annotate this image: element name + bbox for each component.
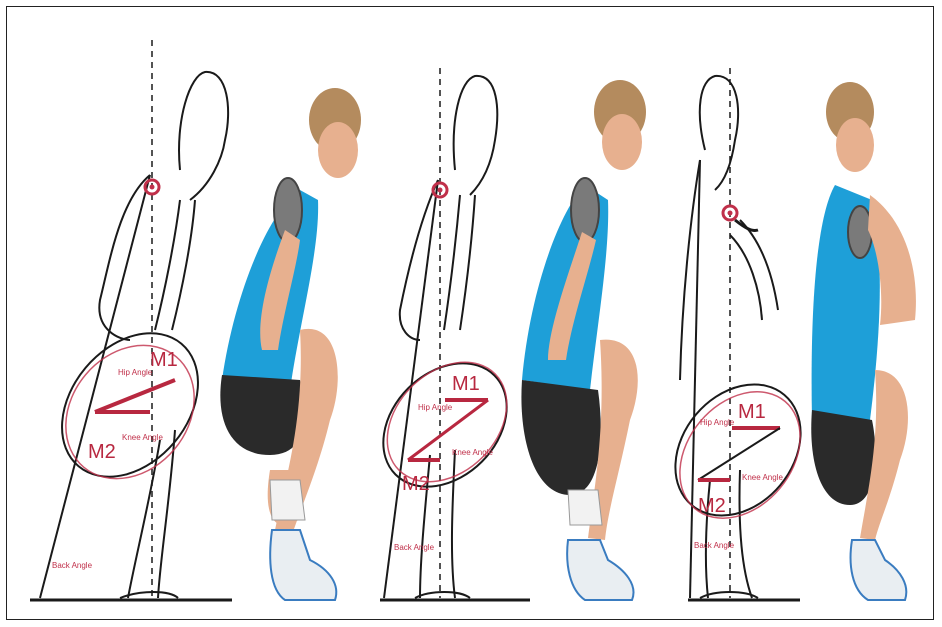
head-1 — [179, 72, 228, 200]
annotations-1: M1 M2 Hip Angle Knee Angle Back Angle — [39, 180, 220, 570]
athlete-photo-2 — [521, 80, 646, 600]
m2-label-3: M2 — [698, 495, 726, 517]
head-2 — [454, 76, 498, 195]
knee-angle-label-1: Knee Angle — [122, 433, 163, 442]
m1-label-2: M1 — [452, 373, 480, 395]
athlete-photo-1 — [220, 88, 361, 600]
outline-figure-2 — [359, 68, 532, 600]
back-angle-label-3: Back Angle — [694, 541, 735, 550]
back-line-2 — [384, 180, 438, 598]
back-line-1 — [40, 175, 150, 598]
m2-label-2: M2 — [402, 473, 430, 495]
arm-3 — [730, 220, 778, 320]
annotations-2: M1 M2 Hip Angle Knee Angle Back Angle — [364, 183, 531, 552]
back-angle-label-1: Back Angle — [52, 561, 93, 570]
arm-1 — [155, 200, 195, 330]
m1-label-1: M1 — [150, 349, 178, 371]
foot-2 — [415, 592, 470, 598]
torso-2 — [400, 180, 438, 340]
lower-leg-3 — [706, 470, 752, 598]
outline-figure-3 — [650, 68, 827, 600]
arm-2 — [444, 195, 475, 330]
hip-angle-label-1: Hip Angle — [118, 368, 153, 377]
hip-angle-label-2: Hip Angle — [418, 403, 453, 412]
outline-figure-1 — [30, 40, 232, 600]
knee-angle-label-3: Knee Angle — [742, 473, 783, 482]
m2-label-1: M2 — [88, 441, 116, 463]
head-3 — [700, 76, 738, 190]
thigh-ellipse-3 — [650, 359, 827, 540]
hip-angle-label-3: Hip Angle — [700, 418, 735, 427]
back-angle-label-2: Back Angle — [394, 543, 435, 552]
torso-1 — [99, 175, 150, 340]
measure-region-3 — [655, 368, 825, 542]
knee-angle-label-2: Knee Angle — [452, 448, 493, 457]
athlete-photo-3 — [811, 82, 916, 600]
m1-label-3: M1 — [738, 401, 766, 423]
thigh-ellipse-2 — [359, 339, 532, 512]
thigh-ellipse-1 — [34, 306, 226, 503]
